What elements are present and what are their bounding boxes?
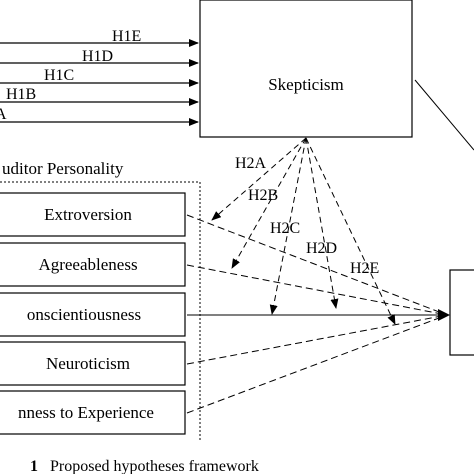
label-h2a: H2A — [235, 155, 267, 172]
trait-box-extroversion — [0, 192, 186, 237]
label-h2b: H2B — [248, 187, 278, 204]
outcome-box — [449, 269, 474, 356]
figure-caption: 1 Proposed hypotheses framework — [30, 458, 259, 474]
label-h2d: H2D — [306, 240, 337, 257]
label-h2e: H2E — [350, 260, 379, 277]
personality-group-title: uditor Personality — [2, 159, 124, 178]
trait-label-openness: nness to Experience — [18, 403, 154, 422]
trait-boxes — [0, 192, 186, 435]
h2e-arrow — [305, 137, 396, 325]
label-h1e: H1E — [112, 28, 141, 45]
trait-label-neuroticism: Neuroticism — [46, 354, 130, 373]
trait-label-extroversion: Extroversion — [44, 205, 132, 224]
trait-label-conscientiousness: onscientiousness — [27, 305, 141, 324]
label-h1c: H1C — [44, 67, 74, 84]
h2a-arrow — [211, 137, 307, 221]
h2d-arrow — [305, 137, 339, 309]
label-h1a: A — [0, 106, 7, 123]
path-extroversion — [186, 214, 448, 316]
skepticism-outcome-line — [414, 79, 474, 151]
path-neuroticism — [186, 314, 448, 365]
trait-box-openness — [0, 390, 186, 435]
trait-box-neuroticism — [0, 341, 186, 386]
trait-label-agreeableness: Agreeableness — [38, 255, 137, 274]
skepticism-label: Skepticism — [268, 75, 344, 94]
caption-prefix: 1 — [30, 458, 38, 474]
trait-box-agreeableness — [0, 242, 186, 287]
caption-text: Proposed hypotheses framework — [50, 458, 259, 474]
path-agreeableness — [186, 264, 448, 316]
label-h1d: H1D — [82, 48, 113, 65]
h1-arrows — [0, 39, 199, 126]
skepticism-box — [199, 0, 413, 138]
h2b-arrow — [231, 137, 307, 269]
h2-arrows — [211, 137, 396, 325]
trait-paths — [186, 214, 448, 414]
trait-box-conscientiousness — [0, 292, 186, 337]
label-h2c: H2C — [270, 220, 300, 237]
convergence-arrowhead — [438, 309, 450, 321]
label-h1b: H1B — [6, 86, 36, 103]
path-openness — [186, 314, 448, 414]
